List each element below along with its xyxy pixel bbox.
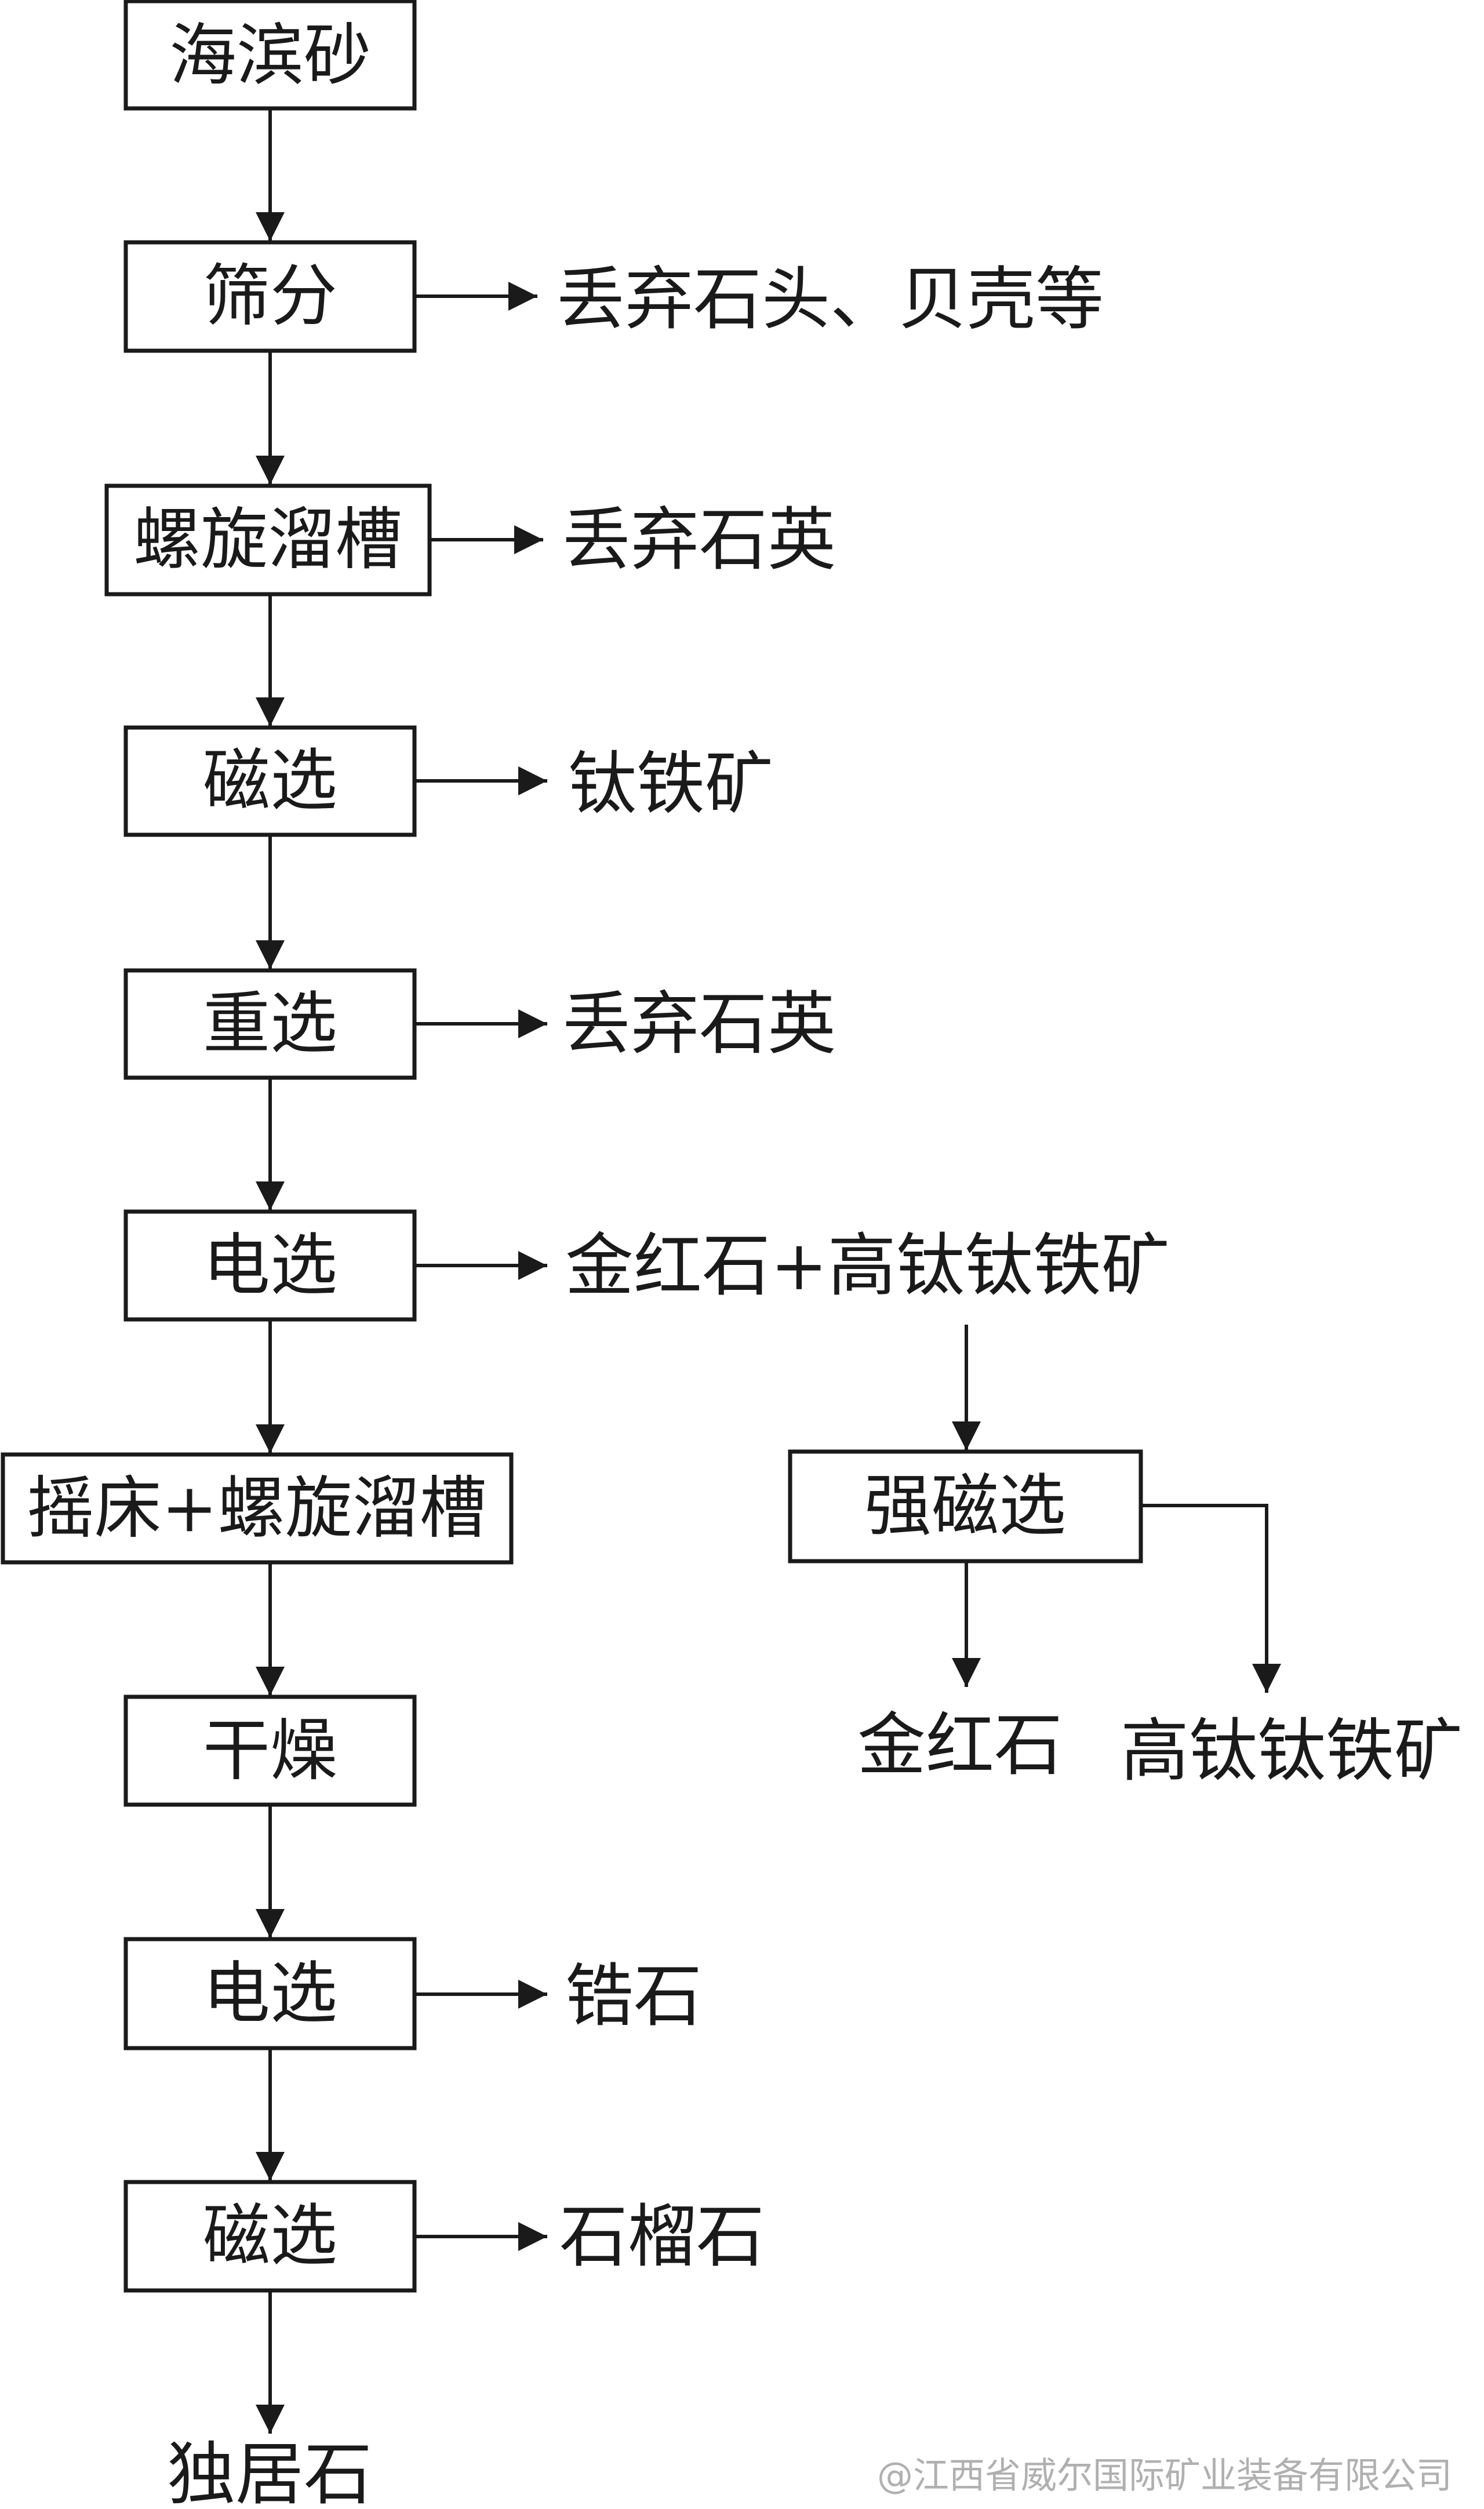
arrow-n11-s2 — [1142, 1504, 1281, 1693]
node-seashore-sand: 海滨砂 — [123, 0, 417, 111]
node-label: 螺旋溜槽 — [133, 501, 402, 579]
node-drying: 干燥 — [123, 1695, 417, 1807]
output-rutile: 金红石 — [857, 1705, 1063, 1785]
node-spiral-chute: 螺旋溜槽 — [104, 483, 432, 597]
output-stones-shells: 丢弃石头、贝壳等 — [556, 259, 1104, 339]
node-label: 摇床+螺旋溜槽 — [27, 1470, 486, 1548]
output-high-ti-ilmenite: 高钛钛铁矿 — [1121, 1711, 1463, 1791]
node-magnetic-separation: 磁选 — [123, 725, 417, 837]
node-label: 海滨砂 — [169, 17, 371, 95]
output-ilmenite: 钛铁矿 — [568, 744, 773, 824]
node-label: 筛分 — [203, 257, 337, 336]
output-zircon: 锆石 — [565, 1956, 702, 2036]
node-label: 重选 — [203, 985, 337, 1063]
output-monazite: 独居石 — [167, 2434, 372, 2509]
node-electrostatic-separation: 电选 — [123, 1209, 417, 1322]
node-magnetic-separation-2: 磁选 — [123, 2180, 417, 2293]
output-quartz-2: 丢弃石英 — [562, 984, 836, 1064]
node-gravity-separation: 重选 — [123, 968, 417, 1080]
node-label: 干燥 — [203, 1712, 337, 1790]
node-strong-magnetic-separation: 强磁选 — [788, 1449, 1143, 1563]
node-label: 电选 — [203, 1227, 337, 1305]
output-quartz-1: 丢弃石英 — [562, 500, 836, 580]
node-label: 电选 — [203, 1955, 337, 2033]
output-rutile-high-ti-ilmenite: 金红石+高钛钛铁矿 — [565, 1226, 1170, 1306]
output-garnet: 石榴石 — [559, 2197, 765, 2277]
node-label: 强磁选 — [864, 1467, 1066, 1546]
node-shaking-table-spiral: 摇床+螺旋溜槽 — [1, 1452, 514, 1565]
watermark: @江西省威尔国际矿业装备有限公司 — [877, 2455, 1452, 2497]
node-label: 磁选 — [203, 742, 337, 820]
node-label: 磁选 — [203, 2197, 337, 2275]
node-screening: 筛分 — [123, 240, 417, 353]
node-electrostatic-separation-2: 电选 — [123, 1937, 417, 2050]
